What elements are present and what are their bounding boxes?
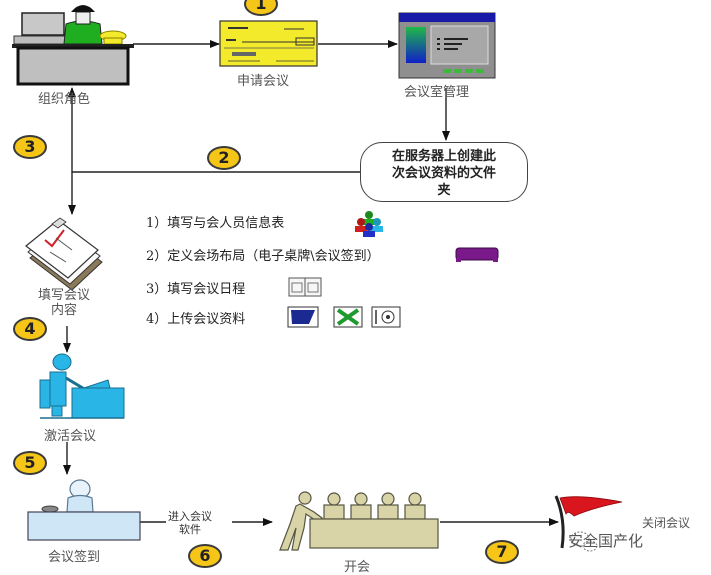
create-folder-line-1: 在服务器上创建此 bbox=[391, 149, 496, 164]
edge-folder-to-fill bbox=[68, 171, 360, 215]
create-folder-line-3: 夹 bbox=[437, 183, 451, 198]
step-badge-2: 2 bbox=[207, 146, 241, 170]
fill-content-line-1: 填写会议 bbox=[38, 288, 91, 303]
application-form-icon bbox=[219, 20, 318, 67]
meeting-label: 开会 bbox=[344, 560, 371, 575]
excel-doc-icon bbox=[333, 306, 363, 328]
checkin-label: 会议签到 bbox=[48, 550, 101, 565]
enter-software-edge-label: 进入会议 软件 bbox=[168, 510, 212, 536]
close-meeting-label: 关闭会议 bbox=[642, 516, 691, 530]
fill-content-line-2: 内容 bbox=[51, 303, 78, 318]
activate-person-computer-icon bbox=[39, 353, 125, 419]
schedule-book-icon bbox=[288, 277, 322, 297]
meeting-room-management-label: 会议室管理 bbox=[404, 85, 470, 100]
step-badge-6: 6 bbox=[188, 544, 222, 568]
step-item-4: 4）上传会议资料 bbox=[146, 312, 246, 327]
management-window-icon bbox=[398, 12, 496, 79]
red-flag-icon bbox=[554, 495, 623, 549]
media-file-icon bbox=[371, 306, 401, 328]
apply-meeting-label: 申请会议 bbox=[237, 74, 290, 89]
step-badge-1: 1 bbox=[244, 0, 278, 16]
meeting-table-people-icon bbox=[279, 491, 439, 551]
wechat-logo-icon bbox=[570, 531, 598, 552]
enter-software-line-1: 进入会议 bbox=[168, 510, 212, 523]
step-badge-3: 3 bbox=[13, 135, 47, 159]
step-badge-7: 7 bbox=[485, 540, 519, 564]
notepad-checklist-icon bbox=[25, 217, 103, 291]
step-item-2: 2）定义会场布局（电子桌牌\会议签到） bbox=[146, 249, 380, 264]
word-doc-icon bbox=[287, 306, 319, 328]
step-item-3: 3）填写会议日程 bbox=[146, 282, 246, 297]
people-group-icon bbox=[355, 211, 383, 237]
create-server-folder-node: 在服务器上创建此 次会议资料的文件 夹 bbox=[360, 142, 528, 202]
create-folder-line-2: 次会议资料的文件 bbox=[391, 166, 496, 181]
connectors bbox=[63, 40, 559, 526]
purple-table-icon bbox=[455, 247, 499, 262]
activate-meeting-label: 激活会议 bbox=[44, 429, 97, 444]
organizer-label: 组织角色 bbox=[38, 92, 91, 107]
checkin-desk-icon bbox=[27, 479, 141, 541]
organizer-desk-icon bbox=[12, 5, 134, 86]
fill-content-label: 填写会议 内容 bbox=[38, 288, 90, 318]
step-badge-5: 5 bbox=[13, 451, 47, 475]
step-item-1: 1）填写与会人员信息表 bbox=[146, 216, 285, 231]
step-badge-4: 4 bbox=[13, 317, 47, 341]
enter-software-line-2: 软件 bbox=[179, 523, 201, 536]
watermark-text: 安全国产化 bbox=[568, 532, 644, 550]
